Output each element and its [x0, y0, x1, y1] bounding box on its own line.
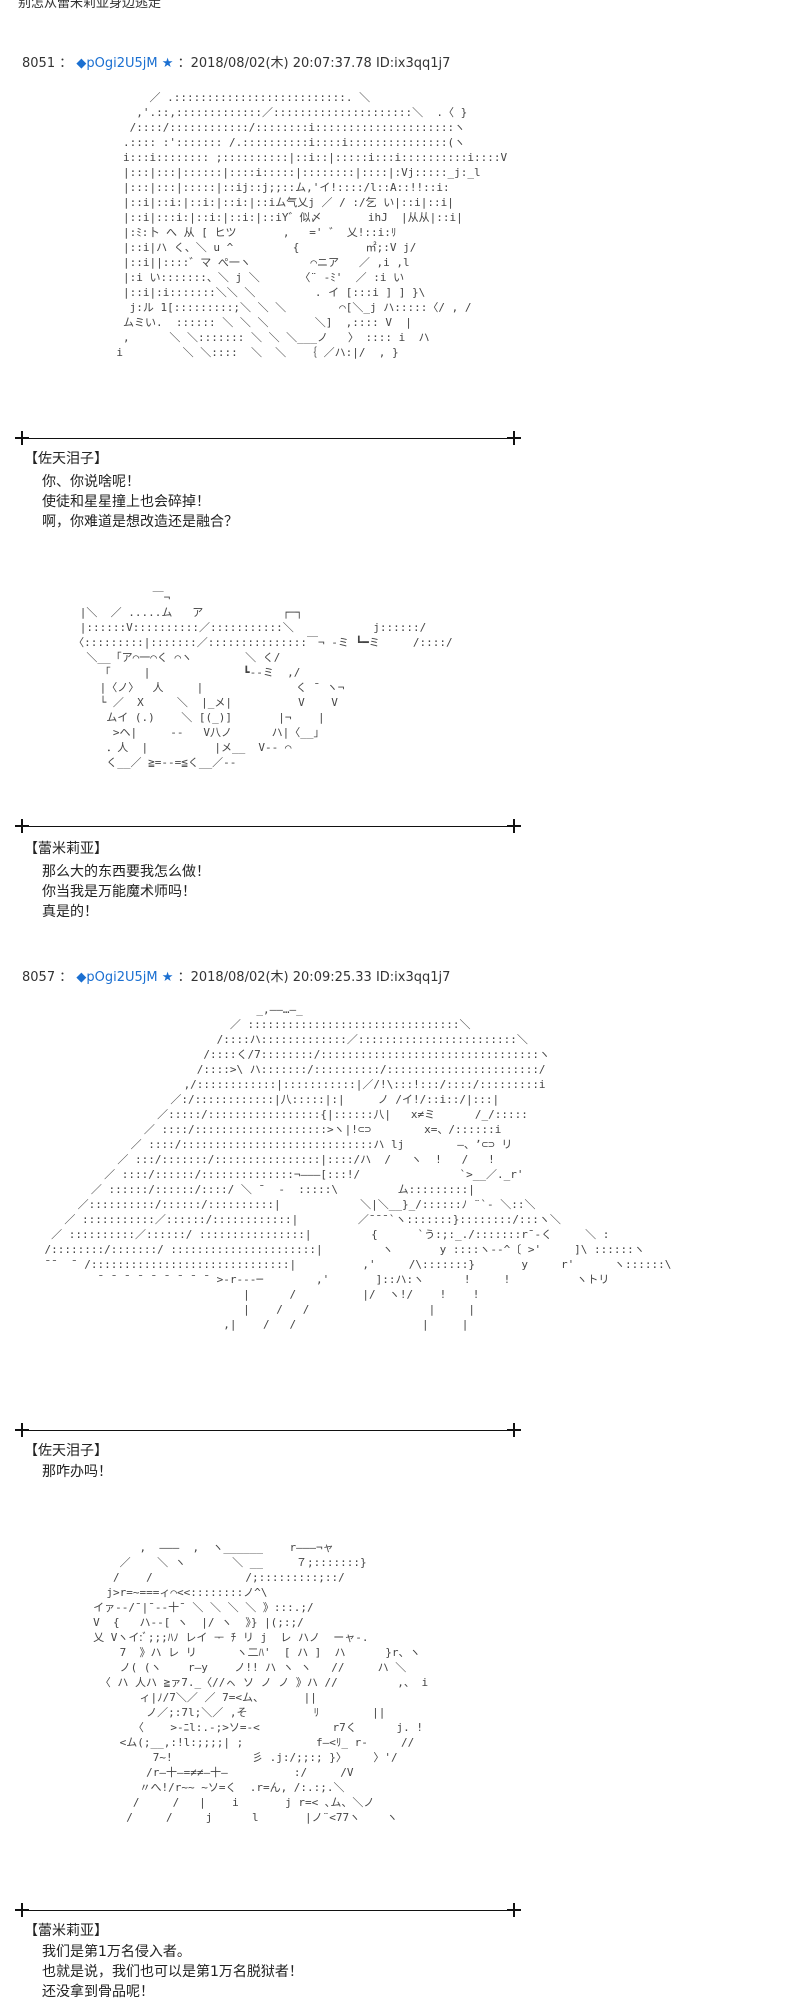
- dialogue-line: 也就是说，我们也可以是第1万名脱狱者！: [42, 1964, 303, 1980]
- speaker-name: 【蕾米莉亚】: [24, 841, 108, 857]
- dialogue-lines: 你、你说啥呢！ 使徒和星星撞上也会碎掉！ 啊，你难道是想改造还是融合？: [42, 472, 238, 532]
- post-number: 8051: [22, 56, 56, 71]
- dialogue-line: 你、你说啥呢！: [42, 474, 140, 490]
- dialogue-line: 那么大的东西要我怎么做！: [42, 864, 210, 880]
- dialogue-line: 还没拿到骨品呢！: [42, 1984, 154, 2000]
- tripcode-link[interactable]: ◆pOgi2U5jM: [76, 970, 158, 985]
- divider-cross-right: [507, 1423, 521, 1437]
- divider-cross-right: [507, 1903, 521, 1917]
- star-icon: ★: [161, 970, 174, 985]
- dialogue-lines: 那么大的东西要我怎么做！ 你当我是万能魔术师吗！ 真是的！: [42, 862, 210, 922]
- divider-cross-left: [15, 1903, 29, 1917]
- post-number: 8057: [22, 970, 56, 985]
- divider-cross-left: [15, 431, 29, 445]
- dialogue-divider: [15, 431, 521, 445]
- speaker-name: 【佐天泪子】: [24, 1443, 108, 1459]
- divider-cross-right: [507, 431, 521, 445]
- ascii-art-remilia-chibi: ￣¬ |＼ ／ .....ム ̄ア ┌─┐ |::::::V::::::::::…: [73, 591, 453, 769]
- dialogue-line: 你当我是万能魔术师吗！: [42, 884, 196, 900]
- dialogue-divider: [15, 1423, 521, 1437]
- speaker-name: 【佐天泪子】: [24, 451, 108, 467]
- divider-cross-left: [15, 1423, 29, 1437]
- speaker-name: 【蕾米莉亚】: [24, 1923, 108, 1939]
- dialogue-lines: 那咋办吗！: [42, 1462, 112, 1482]
- divider-cross-left: [15, 819, 29, 833]
- ascii-art-saten-hat: _,—‒…—_ ／ ::::::::::::::::::::::::::::::…: [44, 1003, 672, 1331]
- dialogue-line: 使徒和星星撞上也会碎掉！: [42, 494, 210, 510]
- divider-cross-right: [507, 819, 521, 833]
- dialogue-lines: 我们是第1万名侵入者。 也就是说，我们也可以是第1万名脱狱者！ 还没拿到骨品呢！: [42, 1942, 303, 2002]
- dialogue-line: 我们是第1万名侵入者。: [42, 1944, 191, 1960]
- tripcode-link[interactable]: ◆pOgi2U5jM: [76, 56, 158, 71]
- post-header: 8051 ： ◆pOgi2U5jM ★ ：2018/08/02(木) 20:07…: [22, 52, 450, 71]
- dialogue-divider: [15, 819, 521, 833]
- post-number-separator: ：: [59, 56, 73, 71]
- dialogue-line: 真是的！: [42, 904, 98, 920]
- post-datetime-id: ：2018/08/02(木) 20:07:37.78 ID:ix3qq1j7: [177, 56, 451, 71]
- post-datetime-id: ：2018/08/02(木) 20:09:25.33 ID:ix3qq1j7: [177, 970, 451, 985]
- star-icon: ★: [161, 56, 174, 71]
- ascii-art-remilia: , ‒‒‒ , ヽ______ r‒‒‒¬ャ ／ ＼ ヽ ＼ __ ７;::::…: [93, 1541, 429, 1824]
- previous-post-tail: 别怎从蕾米莉亚身边逃走: [18, 0, 162, 11]
- dialogue-line: 那咋办吗！: [42, 1464, 112, 1480]
- ascii-art-saten: ／ .::::::::::::::::::::::::::. ＼ ,'.::,:…: [116, 91, 508, 359]
- dialogue-divider: [15, 1903, 521, 1917]
- post-header: 8057 ： ◆pOgi2U5jM ★ ：2018/08/02(木) 20:09…: [22, 966, 450, 985]
- post-number-separator: ：: [59, 970, 73, 985]
- dialogue-line: 啊，你难道是想改造还是融合？: [42, 514, 238, 530]
